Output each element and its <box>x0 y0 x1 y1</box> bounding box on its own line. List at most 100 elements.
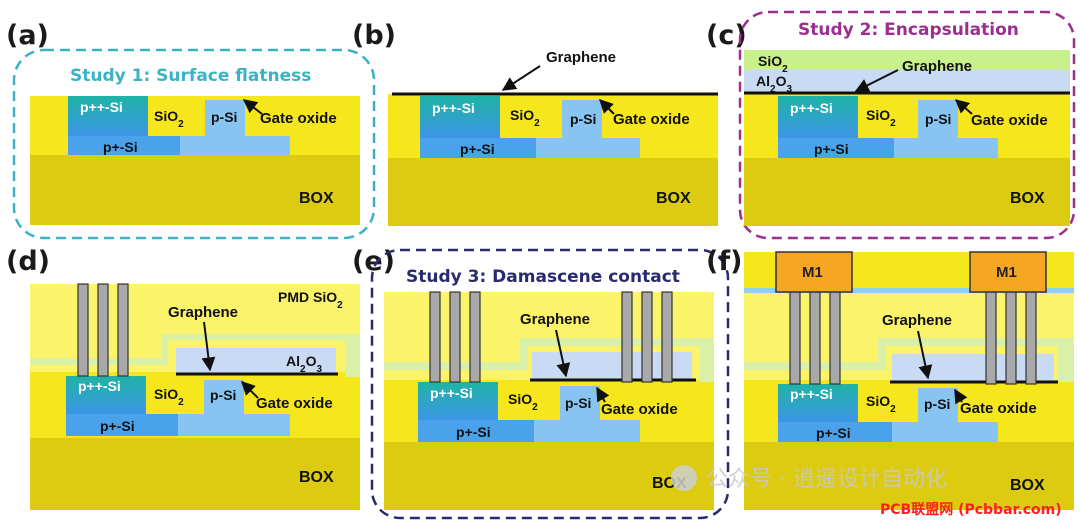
pp-si-region <box>778 138 894 158</box>
box-layer <box>384 442 714 510</box>
panel-b-letter: (b) <box>352 20 396 51</box>
al2o3-layer <box>744 70 1070 93</box>
p-si-region <box>205 100 245 136</box>
sio2-label: SiO2 <box>510 107 540 129</box>
m1-right-block <box>969 251 1047 293</box>
ppp-si-region <box>420 96 500 138</box>
gate-oxide-label: Gate oxide <box>256 395 333 412</box>
study2-title: Study 2: Encapsulation <box>798 20 1019 40</box>
graphene-label: Graphene <box>882 312 952 329</box>
gate-oxide-label: Gate oxide <box>601 401 678 418</box>
panel-b: (b) Graphene p++-Si SiO2 p-Si Gate oxide… <box>352 20 718 226</box>
ppp-si-region <box>778 96 858 138</box>
liner-layer <box>30 334 360 377</box>
pp-si-label: p+-Si <box>816 425 851 441</box>
p-si-label: p-Si <box>570 111 596 127</box>
gate-oxide-label: Gate oxide <box>960 400 1037 417</box>
site-watermark: PCB联盟网 (Pcbbar.com) <box>880 502 1062 518</box>
study2-frame <box>738 10 1076 240</box>
m1-left-block <box>775 251 853 293</box>
gate-oxide-arrow <box>241 381 259 399</box>
panel-a-letter: (a) <box>6 20 49 51</box>
graphene-arrow <box>555 329 571 378</box>
graphene-label: Graphene <box>546 49 616 66</box>
gate-oxide-arrow <box>954 99 973 115</box>
graphene-arrow <box>917 330 933 380</box>
ppp-si-region <box>66 376 146 414</box>
sio2-label: SiO2 <box>866 393 896 415</box>
sio2-label: SiO2 <box>866 107 896 129</box>
contact-vias-left <box>789 291 841 385</box>
pp-si-region <box>66 414 178 436</box>
watermark-text: 公众号 · 逍遥设计自动化 <box>706 467 947 492</box>
box-layer <box>388 158 718 226</box>
pp-si-label: p+-Si <box>460 141 495 157</box>
p-si-region <box>918 388 958 422</box>
pp-si-region <box>418 420 534 442</box>
ppp-si-label: p++-Si <box>78 378 121 394</box>
panel-a: (a) Study 1: Surface flatness p++-Si SiO… <box>6 20 376 240</box>
ppp-si-label: p++-Si <box>80 99 123 115</box>
box-label: BOX <box>656 190 691 207</box>
sio2-label: SiO2 <box>154 108 184 130</box>
pp-si-region <box>68 136 180 155</box>
box-layer <box>744 158 1070 226</box>
liner-layer <box>744 338 1074 382</box>
panel-f-letter: (f) <box>706 246 742 277</box>
gate-oxide-arrow <box>954 388 968 405</box>
contact-vias-left <box>429 291 481 383</box>
p-si-label: p-Si <box>210 387 236 403</box>
box-label: BOX <box>299 190 334 207</box>
box-layer <box>744 442 1074 510</box>
panel-d-letter: (d) <box>6 246 50 277</box>
box-label: BOX <box>299 469 334 486</box>
p-si-label: p-Si <box>211 109 237 125</box>
p-si-region <box>918 100 958 138</box>
ppp-si-region <box>418 382 498 420</box>
graphene-arrow <box>201 321 216 372</box>
damascene-contacts <box>621 291 673 383</box>
gate-oxide-arrow <box>242 99 263 115</box>
study3-frame <box>370 248 730 520</box>
panel-c: (c) Study 2: Encapsulation SiO2 Al2O3 Gr… <box>706 10 1076 240</box>
watermark: 公众号 · 逍遥设计自动化 <box>671 465 947 492</box>
p-si-label: p-Si <box>925 111 951 127</box>
al2o3-label: Al2O3 <box>286 353 322 375</box>
panel-e-letter: (e) <box>352 246 395 277</box>
sio2-cap-label: SiO2 <box>758 53 788 75</box>
pp-si-label: p+-Si <box>103 139 138 155</box>
sio2-label: SiO2 <box>508 391 538 413</box>
box-label: BOX <box>1010 477 1045 494</box>
graphene-arrow <box>501 65 541 91</box>
pp-si-label: p+-Si <box>100 418 135 434</box>
pp-si-region <box>778 422 892 442</box>
ppp-si-region <box>778 384 858 422</box>
contact-vias <box>77 283 129 377</box>
p-si-bottom <box>892 422 998 442</box>
p-si-region <box>562 100 602 138</box>
graphene-arrow <box>854 69 899 92</box>
box-layer <box>30 155 360 225</box>
box-layer <box>30 438 360 510</box>
ppp-si-label: p++-Si <box>430 385 473 401</box>
etch-stop-layer <box>744 288 1074 293</box>
ppp-si-label: p++-Si <box>790 386 833 402</box>
gate-oxide-label: Gate oxide <box>971 112 1048 129</box>
p-si-label: p-Si <box>924 396 950 412</box>
m1-left-label: M1 <box>802 264 823 281</box>
p-si-label: p-Si <box>565 395 591 411</box>
graphene-label: Graphene <box>902 58 972 75</box>
pmd-sio2-label: PMD SiO2 <box>278 289 343 311</box>
study1-title: Study 1: Surface flatness <box>70 66 311 86</box>
ppp-si-region <box>68 96 148 136</box>
p-si-region <box>560 386 600 420</box>
graphene-label: Graphene <box>168 304 238 321</box>
m1-right-label: M1 <box>996 264 1017 281</box>
p-si-region <box>204 380 244 414</box>
p-si-bottom <box>536 138 640 158</box>
pp-si-label: p+-Si <box>814 141 849 157</box>
panel-f: (f) M1 M1 Graphene p++-Si SiO2 p-Si <box>706 246 1074 510</box>
gate-oxide-label: Gate oxide <box>260 110 337 127</box>
p-si-bottom <box>534 420 640 442</box>
